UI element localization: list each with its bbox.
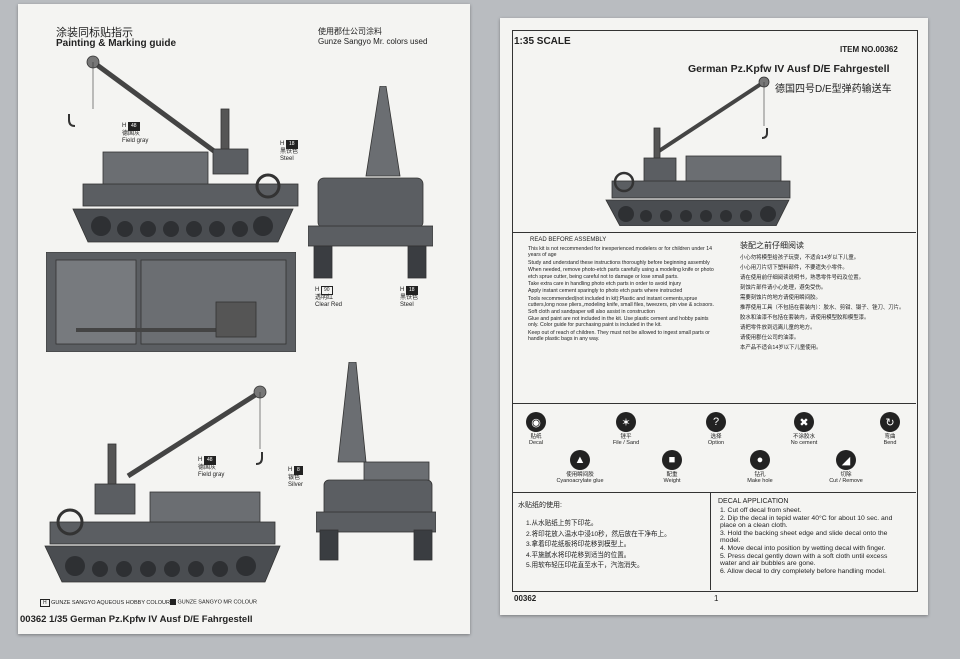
decal-heading-cn: 水贴纸的使用: (518, 502, 562, 509)
cut-remove-icon: ◢ (836, 450, 856, 470)
decal-step-en: 1. Cut off decal from sheet. (720, 507, 802, 514)
swatch-silver: H 8 银色 Silver (288, 466, 304, 488)
no-cement-icon: ✖ (794, 412, 814, 432)
tank-rear-view-top (308, 86, 433, 279)
decal-step-en: water and air bubbles are gone. (720, 560, 816, 568)
rule-cn: 请在使用前仔细阅读说明书，熟悉零件号码及位置。 (740, 275, 864, 281)
option-icon: ? (706, 412, 726, 432)
tank-top-down-view (46, 252, 296, 352)
decal-step-en: 6. Allow decal to dry completely before … (720, 567, 886, 575)
right-footer-item: 00362 (514, 594, 537, 603)
decal-step-en: 2. Dip the decal in tepid water 40°C for… (720, 514, 893, 522)
rule-cn: 刻蚀片部件请小心处理，避免受伤。 (740, 285, 827, 291)
rule-en: Study and understand these instructions … (528, 259, 710, 266)
colors-used-cn: 使用郡仕公司涂料 (318, 27, 382, 36)
painting-guide-title-cn: 涂装同标贴指示 (56, 27, 133, 39)
read-before-cn: 装配之前仔细阅读 (740, 241, 804, 250)
divider-icons (512, 403, 916, 404)
rule-cn: 小心勿将模型给孩子玩耍，不适合14岁以下儿童。 (740, 255, 860, 261)
rule-en: When needed, remove photo-etch parts car… (528, 267, 714, 280)
rule-en: Take extra care in handling photo etch p… (528, 281, 682, 288)
page-number: 1 (714, 594, 719, 603)
assembly-rules-en: This kit is not recommended for inexperi… (528, 246, 720, 344)
decal-step-en: place on a clean cloth. (720, 522, 788, 530)
kit-title-en: German Pz.Kpfw IV Ausf D/E Fahrgestell (688, 63, 890, 75)
rule-cn: 需要刻蚀片的地方请使用瞬间胶。 (740, 295, 821, 301)
rule-en: Tools recommended(not included in kit):P… (528, 295, 714, 315)
decal-step-cn: 2.将印花放入温水中浸10秒，然后放在干净布上。 (526, 530, 671, 538)
decal-step-cn: 4.平施腻水将印花移到适当的位置。 (526, 551, 631, 559)
assembly-rules-cn: 小心勿将模型给孩子玩耍，不适合14岁以下儿童。 小心用刀片切下塑料部件，不要遗失… (740, 254, 910, 354)
cover-tank-illustration (605, 76, 791, 226)
decal-icon: ◉ (526, 412, 546, 432)
decal-step-en: model. (720, 537, 741, 545)
swatch-clear-red: H 90 透明红 Clear Red (315, 286, 343, 308)
tank-rear-view-bottom (316, 362, 436, 561)
legend-aqueous: H GUNZE SANGYO AQUEOUS HOBBY COLOUR (40, 599, 170, 607)
tank-side-view-top (68, 55, 299, 243)
scale-label: 1:35 SCALE (514, 36, 571, 47)
item-number: ITEM NO.00362 (840, 45, 898, 54)
colors-used-en: Gunze Sangyo Mr. colors used (318, 37, 428, 46)
decal-step-en: 3. Hold the backing sheet edge and slide… (720, 529, 888, 537)
decal-step-en: 4. Move decal into position by wetting d… (720, 544, 886, 552)
make-hole-icon: ● (750, 450, 770, 470)
cyanoacrylate-glue-icon: ▲ (570, 450, 590, 470)
rule-en: Apply instant cement sparingly to photo … (528, 288, 683, 295)
swatch-steel-mid: H 18 黑铁色 Steel (400, 286, 419, 308)
file-sand-icon: ✶ (616, 412, 636, 432)
read-before-en: READ BEFORE ASSEMBLY (530, 237, 607, 243)
rule-cn: 请把零件放到远离儿童的地方。 (740, 325, 816, 331)
rule-cn: 请使用郡仕公司的油漆。 (740, 335, 800, 341)
decal-step-cn: 3.拿着印花纸板将印花移到模型上。 (526, 541, 631, 548)
decal-step-cn: 5.用软布轻压印花直至水干，汽泡消失。 (526, 562, 644, 569)
weight-icon: ■ (662, 450, 682, 470)
rule-cn: 推荐使用工具（不包括在套装内）：胶水、剪钳、镊子、锉刀、刀片。 (740, 305, 905, 311)
rule-cn: 小心用刀片切下塑料部件，不要遗失小零件。 (740, 265, 848, 271)
rule-cn: 胶水和油漆不包括在套装内，请使用模型胶和模型漆。 (740, 315, 870, 321)
swatch-field-gray-bottom: H 48 德国灰 Field gray (198, 456, 225, 478)
divider-decal (512, 492, 916, 493)
swatch-steel-top: H 18 黑铁色 Steel (280, 140, 299, 162)
divider-decal-vertical (710, 492, 711, 590)
painting-guide-title-en: Painting & Marking guide (56, 38, 177, 49)
rule-cn: 本产品不适合14岁以下儿童使用。 (740, 345, 822, 351)
instruction-cover-sheet: 1:35 SCALE ITEM NO.00362 German Pz.Kpfw … (500, 18, 928, 615)
swatch-field-gray-top: H 48 德国灰 Field gray (122, 122, 149, 144)
tank-side-view-bottom (44, 385, 281, 583)
decal-steps-cn: 1.从水贴纸上剪下印花。 2.将印花放入温水中浸10秒，然后放在干净布上。 3.… (526, 519, 671, 572)
decal-step-cn: 1.从水贴纸上剪下印花。 (526, 520, 598, 527)
bend-icon: ↻ (880, 412, 900, 432)
kit-title-cn: 德国四号D/E型弹药输送车 (775, 84, 892, 95)
decal-step-en: 5. Press decal gently down with a soft c… (720, 552, 888, 560)
legend-mr-colour: GUNZE SANGYO MR COLOUR (170, 599, 257, 605)
decal-heading-en: DECAL APPLICATION (718, 498, 789, 505)
rule-en: Glue and paint are not included in the k… (528, 316, 709, 329)
rule-en: This kit is not recommended for inexperi… (528, 246, 712, 259)
rule-en: Keep out of reach of children. They must… (528, 329, 710, 343)
cover-frame (512, 30, 918, 592)
decal-steps-en: 1. Cut off decal from sheet. 2. Dip the … (720, 507, 915, 575)
divider-rules (512, 232, 916, 233)
left-footer-title: 00362 1/35 German Pz.Kpfw IV Ausf D/E Fa… (20, 614, 253, 625)
painting-guide-sheet: 涂装同标贴指示 Painting & Marking guide 使用郡仕公司涂… (18, 4, 470, 634)
